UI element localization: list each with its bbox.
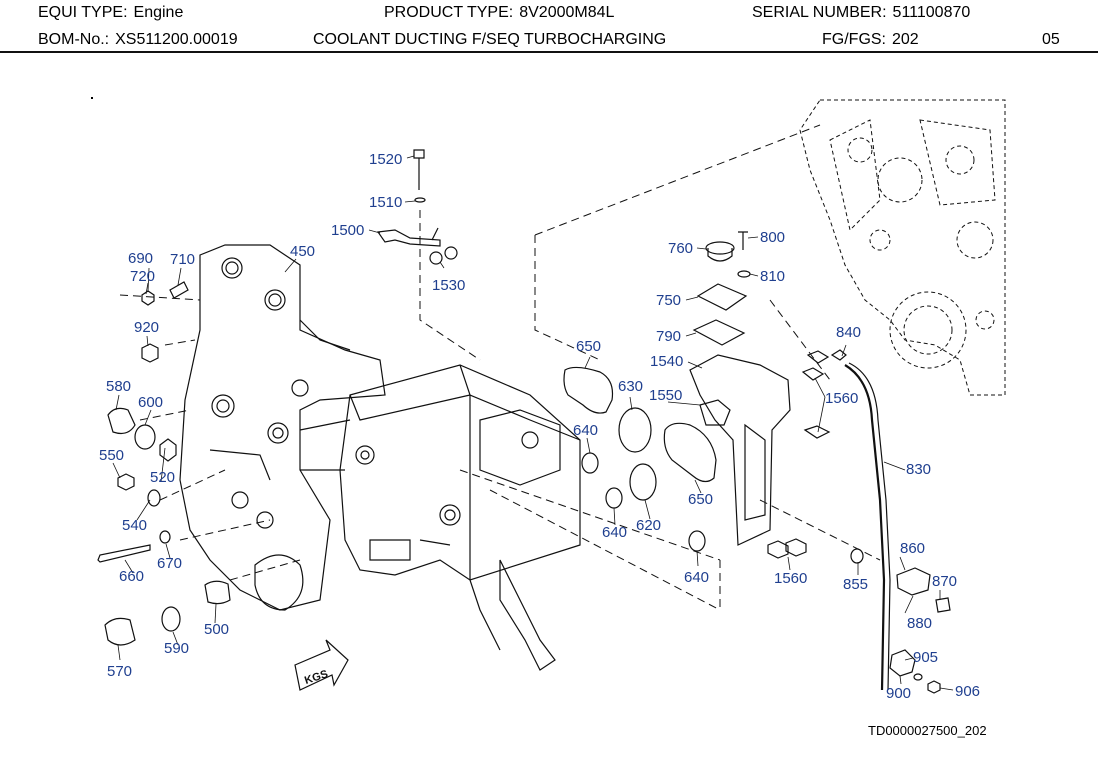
callout-830: 830 bbox=[906, 461, 931, 478]
drawing-id: TD0000027500_202 bbox=[868, 723, 987, 738]
kgs-arrow bbox=[294, 639, 349, 691]
callout-800: 800 bbox=[760, 229, 785, 246]
equi-type-value: Engine bbox=[133, 4, 184, 21]
callout-600: 600 bbox=[138, 394, 163, 411]
bracket bbox=[376, 229, 441, 247]
callout-650-b: 650 bbox=[688, 491, 713, 508]
callout-1550: 1550 bbox=[649, 387, 682, 404]
callout-840: 840 bbox=[836, 324, 861, 341]
gear-case-housing bbox=[179, 244, 386, 611]
callout-670: 670 bbox=[157, 555, 182, 572]
coolant-manifold bbox=[299, 364, 581, 671]
bom-value: XS511200.00019 bbox=[115, 31, 238, 48]
callout-540: 540 bbox=[122, 517, 147, 534]
callout-590: 590 bbox=[164, 640, 189, 657]
callout-810: 810 bbox=[760, 268, 785, 285]
callout-640-c: 640 bbox=[684, 569, 709, 586]
fg-label: FG/FGS: bbox=[822, 31, 886, 48]
serial-number-value: 511100870 bbox=[892, 4, 971, 21]
callout-labels: 1520 1510 1500 1530 450 690 710 720 920 … bbox=[99, 151, 980, 702]
bom-number: BOM-No.: XS511200.00019 bbox=[38, 31, 238, 49]
callout-1540: 1540 bbox=[650, 353, 683, 370]
coolant-pipe bbox=[844, 364, 886, 691]
product-type-label: PRODUCT TYPE: bbox=[384, 4, 514, 21]
callout-710: 710 bbox=[170, 251, 195, 268]
mounting-bracket bbox=[689, 354, 791, 546]
serial-number-label: SERIAL NUMBER: bbox=[752, 4, 887, 21]
callout-520: 520 bbox=[150, 469, 175, 486]
header-rule bbox=[0, 51, 1098, 53]
callout-640-a: 640 bbox=[573, 422, 598, 439]
kgs-label: KGS bbox=[303, 668, 329, 687]
callout-1500: 1500 bbox=[331, 222, 364, 239]
fg-value: 202 bbox=[892, 31, 919, 48]
callout-750: 750 bbox=[656, 292, 681, 309]
callout-1510: 1510 bbox=[369, 194, 402, 211]
equi-type-label: EQUI TYPE: bbox=[38, 4, 128, 21]
callout-870: 870 bbox=[932, 573, 957, 590]
bom-description: COOLANT DUCTING F/SEQ TURBOCHARGING bbox=[313, 31, 667, 48]
callout-880: 880 bbox=[907, 615, 932, 632]
callout-500: 500 bbox=[204, 621, 229, 638]
fg-fgs: FG/FGS: 202 bbox=[822, 31, 919, 49]
callout-760: 760 bbox=[668, 240, 693, 257]
callout-650-a: 650 bbox=[576, 338, 601, 355]
callout-855: 855 bbox=[843, 576, 868, 593]
page-number: 05 bbox=[1042, 31, 1060, 48]
callout-790: 790 bbox=[656, 328, 681, 345]
callout-450: 450 bbox=[290, 243, 315, 260]
equi-type: EQUI TYPE: Engine bbox=[38, 4, 183, 22]
crankcase-outline bbox=[799, 99, 1006, 396]
callout-860: 860 bbox=[900, 540, 925, 557]
callout-620: 620 bbox=[636, 517, 661, 534]
callout-1530: 1530 bbox=[432, 277, 465, 294]
callout-720: 720 bbox=[130, 268, 155, 285]
callout-1560-b: 1560 bbox=[774, 570, 807, 587]
callout-570: 570 bbox=[107, 663, 132, 680]
gasket bbox=[563, 366, 614, 414]
callout-900: 900 bbox=[886, 685, 911, 702]
gasket bbox=[663, 422, 717, 483]
product-type-value: 8V2000M84L bbox=[519, 4, 615, 21]
callout-630: 630 bbox=[618, 378, 643, 395]
bom-label: BOM-No.: bbox=[38, 31, 110, 48]
callout-905: 905 bbox=[913, 649, 938, 666]
callout-1520: 1520 bbox=[369, 151, 402, 168]
corner-dot bbox=[91, 97, 93, 99]
serial-number: SERIAL NUMBER: 511100870 bbox=[752, 4, 970, 22]
callout-1560-a: 1560 bbox=[825, 390, 858, 407]
callout-660: 660 bbox=[119, 568, 144, 585]
callout-580: 580 bbox=[106, 378, 131, 395]
callout-640-b: 640 bbox=[602, 524, 627, 541]
product-type: PRODUCT TYPE: 8V2000M84L bbox=[384, 4, 614, 22]
callout-906: 906 bbox=[955, 683, 980, 700]
callout-920: 920 bbox=[134, 319, 159, 336]
callout-550: 550 bbox=[99, 447, 124, 464]
callout-690: 690 bbox=[128, 250, 153, 267]
